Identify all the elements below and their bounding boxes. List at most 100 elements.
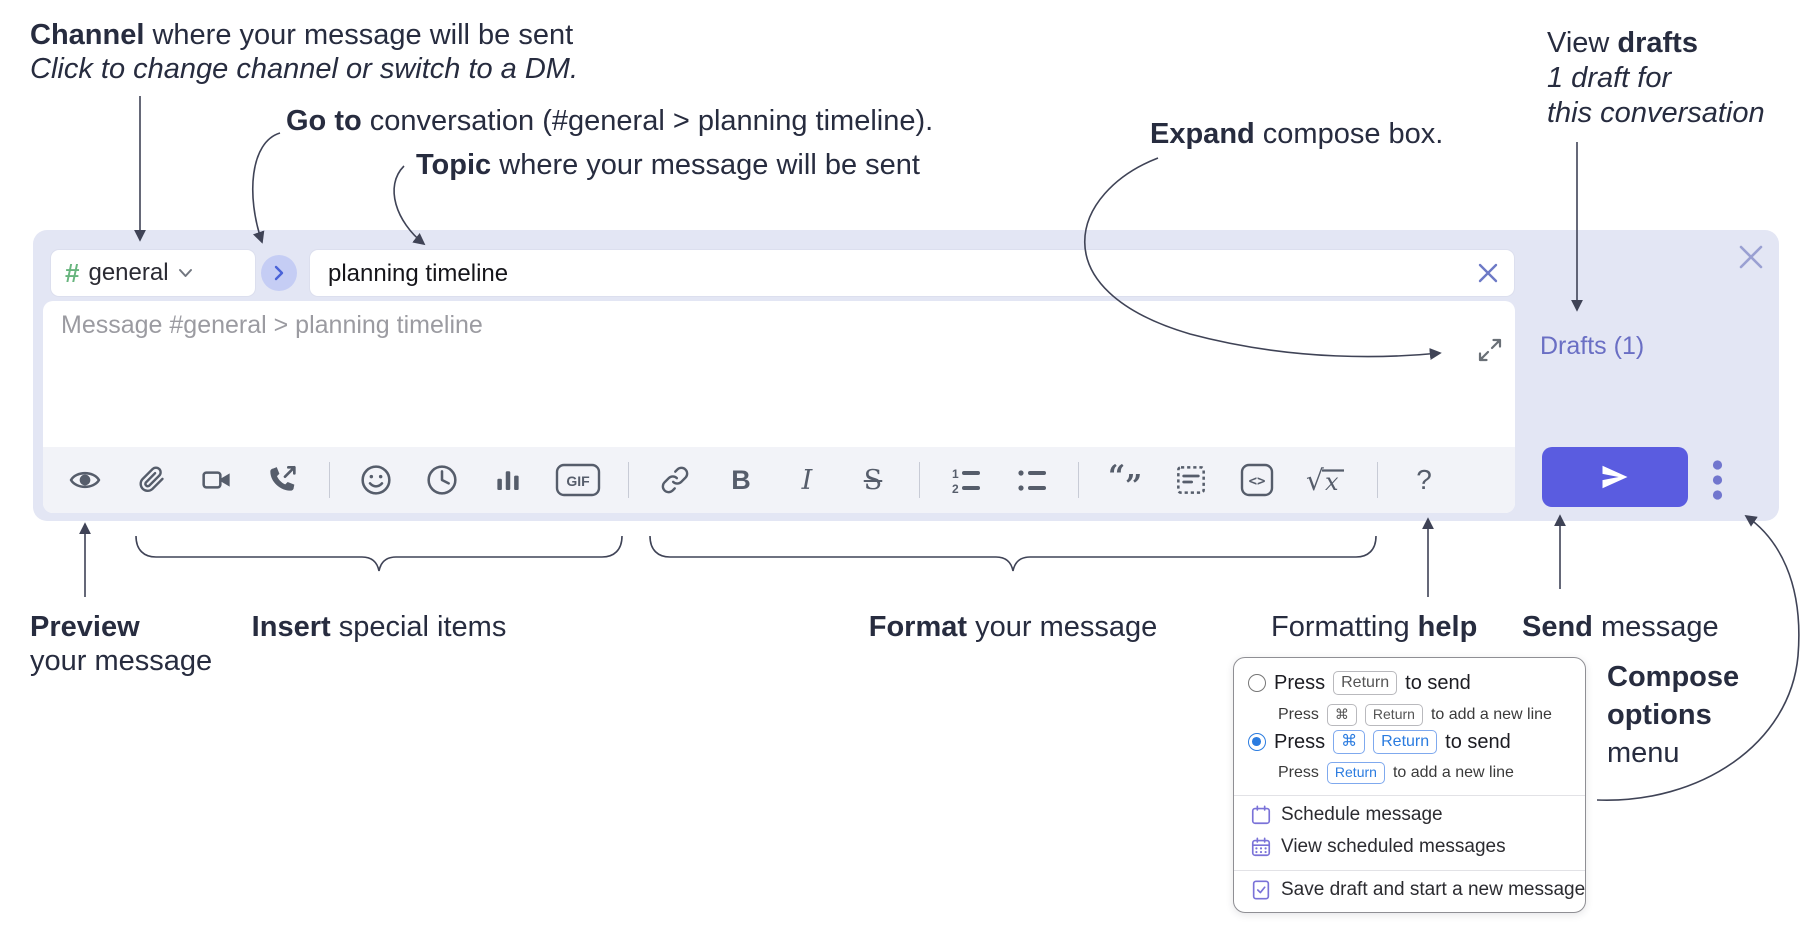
eye-icon (69, 471, 101, 489)
calendar-grid-icon (1251, 837, 1271, 857)
clock-icon (427, 465, 457, 495)
send-plane-icon (1602, 465, 1628, 489)
annotation-compose-options: Compose options menu (1607, 661, 1740, 769)
brace-format-group (649, 535, 1377, 572)
return-keycap: Return (1326, 762, 1385, 784)
toolbar-divider (919, 462, 920, 498)
annotation-expand: Expand compose box. (1150, 118, 1444, 150)
question-mark-icon: ? (1416, 464, 1432, 495)
formatting-help-button[interactable]: ? (1404, 456, 1444, 504)
bulleted-list-icon (1018, 470, 1046, 491)
italic-icon: I (801, 464, 813, 496)
annotation-preview: Preview your message (30, 611, 213, 677)
spoiler-icon (1177, 466, 1205, 494)
annotation-insert: Insert special items (251, 611, 507, 643)
annotation-view-drafts: View drafts 1 draft for this conversatio… (1547, 27, 1765, 129)
quote-button[interactable]: “ ” (1105, 456, 1145, 504)
return-keycap: Return (1364, 704, 1423, 726)
math-button[interactable]: √ x (1303, 456, 1351, 504)
expand-compose-icon[interactable] (1477, 337, 1503, 363)
radio-selected[interactable] (1248, 733, 1266, 751)
draft-document-check-icon (1252, 880, 1270, 900)
paperclip-icon (139, 466, 164, 492)
bold-icon: B (731, 464, 751, 495)
chevron-down-icon (178, 269, 192, 277)
brace-insert-group (135, 535, 623, 572)
annotation-topic: Topic where your message will be sent (416, 149, 920, 181)
code-button[interactable]: <> (1237, 456, 1277, 504)
close-compose-icon[interactable] (1736, 242, 1766, 272)
add-gif-button[interactable]: GIF (554, 456, 602, 504)
annotation-goto: Go to conversation (#general > planning … (286, 105, 934, 137)
clear-topic-icon[interactable] (1476, 261, 1500, 285)
channel-selector[interactable]: # general (50, 249, 256, 297)
arrow-goto (252, 132, 281, 244)
bold-button[interactable]: B (721, 456, 761, 504)
topic-field (309, 249, 1515, 298)
svg-text:GIF: GIF (566, 473, 590, 489)
compose-options-popup: Press Return to send Press ⌘ Return to a… (1233, 657, 1586, 913)
message-panel: GIF B I S (43, 301, 1515, 513)
chevron-right-icon (274, 265, 284, 281)
numbered-list-icon: 1 2 (952, 467, 980, 495)
spoiler-button[interactable] (1171, 456, 1211, 504)
menu-item-save-draft[interactable]: Save draft and start a new message (1250, 879, 1585, 901)
compose-box: # general (33, 230, 1779, 521)
menu-item-schedule-message[interactable]: Schedule message (1250, 804, 1443, 826)
attach-file-button[interactable] (131, 456, 171, 504)
cmd-keycap: ⌘ (1333, 730, 1366, 754)
svg-text:”: ” (1125, 469, 1142, 496)
svg-text:<>: <> (1249, 474, 1266, 490)
video-call-button[interactable] (197, 456, 237, 504)
svg-text:x: x (1325, 468, 1339, 496)
annotation-format: Format your message (868, 611, 1158, 643)
cmd-enter-sends-option[interactable]: Press ⌘ Return to send (1248, 730, 1511, 754)
math-sqrt-icon: √ x (1306, 464, 1344, 496)
radio-unselected[interactable] (1248, 674, 1266, 692)
strikethrough-icon: S (863, 464, 883, 496)
compose-toolbar: GIF B I S (43, 447, 1515, 513)
phone-call-icon (270, 466, 296, 491)
emoji-button[interactable] (356, 456, 396, 504)
toolbar-divider (1377, 462, 1378, 498)
send-button[interactable] (1542, 447, 1688, 507)
video-camera-icon (202, 471, 230, 489)
go-to-conversation-button[interactable] (261, 255, 297, 291)
svg-text:1: 1 (952, 467, 959, 481)
italic-button[interactable]: I (787, 456, 827, 504)
cmd-enter-sends-option-subtext: Press Return to add a new line (1278, 762, 1514, 784)
vertical-ellipsis-icon (1712, 460, 1722, 500)
add-poll-button[interactable] (488, 456, 528, 504)
enter-sends-option[interactable]: Press Return to send (1248, 671, 1471, 695)
voice-call-button[interactable] (263, 456, 303, 504)
quote-icon: “ ” (1108, 464, 1142, 496)
message-input[interactable] (59, 309, 1433, 433)
bar-chart-icon (497, 471, 519, 490)
compose-options-button[interactable] (1707, 459, 1727, 501)
gif-icon: GIF (555, 463, 601, 497)
strikethrough-button[interactable]: S (853, 456, 893, 504)
topic-input[interactable] (326, 250, 1460, 298)
svg-text:√: √ (1306, 464, 1324, 496)
toolbar-divider (628, 462, 629, 498)
calendar-icon (1251, 805, 1271, 825)
preview-button[interactable] (65, 456, 105, 504)
return-keycap: Return (1373, 730, 1438, 754)
svg-text:2: 2 (952, 482, 959, 495)
annotation-formatting-help: Formatting help (1271, 611, 1478, 643)
cmd-keycap: ⌘ (1326, 704, 1357, 726)
popup-divider (1234, 870, 1585, 871)
drafts-link[interactable]: Drafts (1) (1540, 332, 1645, 360)
return-keycap: Return (1333, 671, 1398, 695)
channel-hash-icon: # (65, 257, 80, 288)
code-icon: <> (1240, 463, 1274, 497)
global-time-button[interactable] (422, 456, 462, 504)
svg-text:“: “ (1108, 464, 1125, 494)
bulleted-list-button[interactable] (1012, 456, 1052, 504)
numbered-list-button[interactable]: 1 2 (946, 456, 986, 504)
annotation-channel: Channel where your message will be sent … (30, 19, 579, 85)
popup-divider (1234, 795, 1585, 796)
menu-item-view-scheduled-messages[interactable]: View scheduled messages (1250, 836, 1506, 858)
link-button[interactable] (655, 456, 695, 504)
